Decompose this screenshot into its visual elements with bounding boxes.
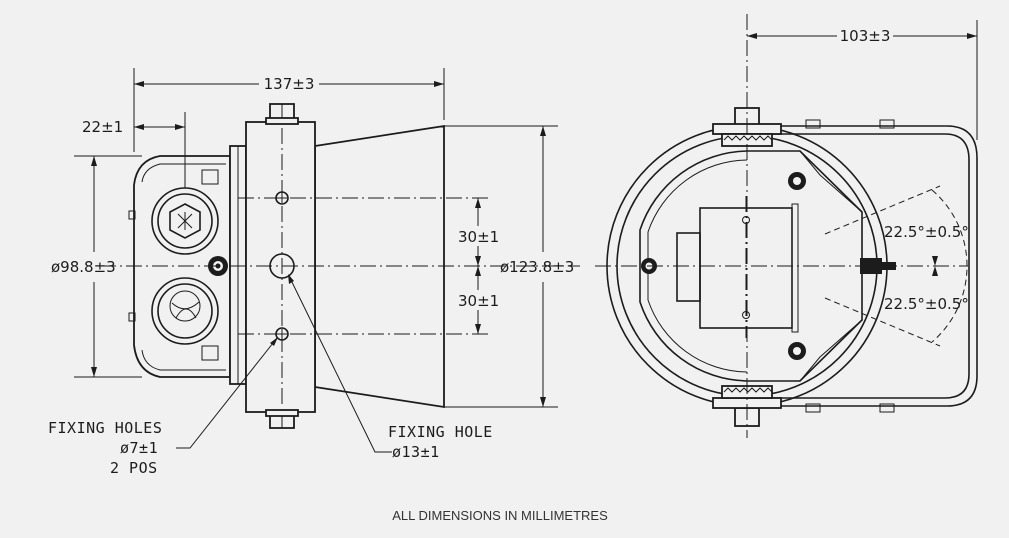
front-view: 22.5°±0.5° 22.5°±0.5° 103±3: [595, 14, 978, 438]
callout-fixing-holes-size: ø7±1: [120, 439, 158, 457]
dim-bracket-depth: 103±3: [840, 27, 891, 45]
main-block: [245, 121, 316, 413]
inner-housing: [639, 150, 863, 382]
dim-angle-upper: 22.5°±0.5°: [884, 223, 969, 241]
dim-rear-diameter: ø98.8±3: [51, 258, 116, 276]
mounting-bracket: [760, 125, 978, 407]
lower-gland: [151, 277, 219, 345]
dim-angle-lower: 22.5°±0.5°: [884, 295, 969, 313]
dim-overall-length: 137±3: [264, 75, 315, 93]
dim-bell-diameter: ø123.8±3: [500, 258, 574, 276]
driver-magnet: [676, 232, 701, 302]
dim-hole-spacing-lower: 30±1: [458, 292, 499, 310]
units-note: ALL DIMENSIONS IN MILLIMETRES: [392, 508, 608, 523]
callout-fixing-holes-title: FIXING HOLES: [48, 419, 162, 437]
side-view: 137±3 22±1 ø98.8±3 ø123.8±3 30±1 30±: [48, 68, 580, 477]
callout-fixing-hole-title: FIXING HOLE: [388, 423, 493, 441]
dim-flange-offset: 22±1: [82, 118, 123, 136]
callout-fixing-holes-qty: 2 POS: [110, 459, 158, 477]
dim-hole-spacing-upper: 30±1: [458, 228, 499, 246]
callout-fixing-hole-size: ø13±1: [392, 443, 440, 461]
